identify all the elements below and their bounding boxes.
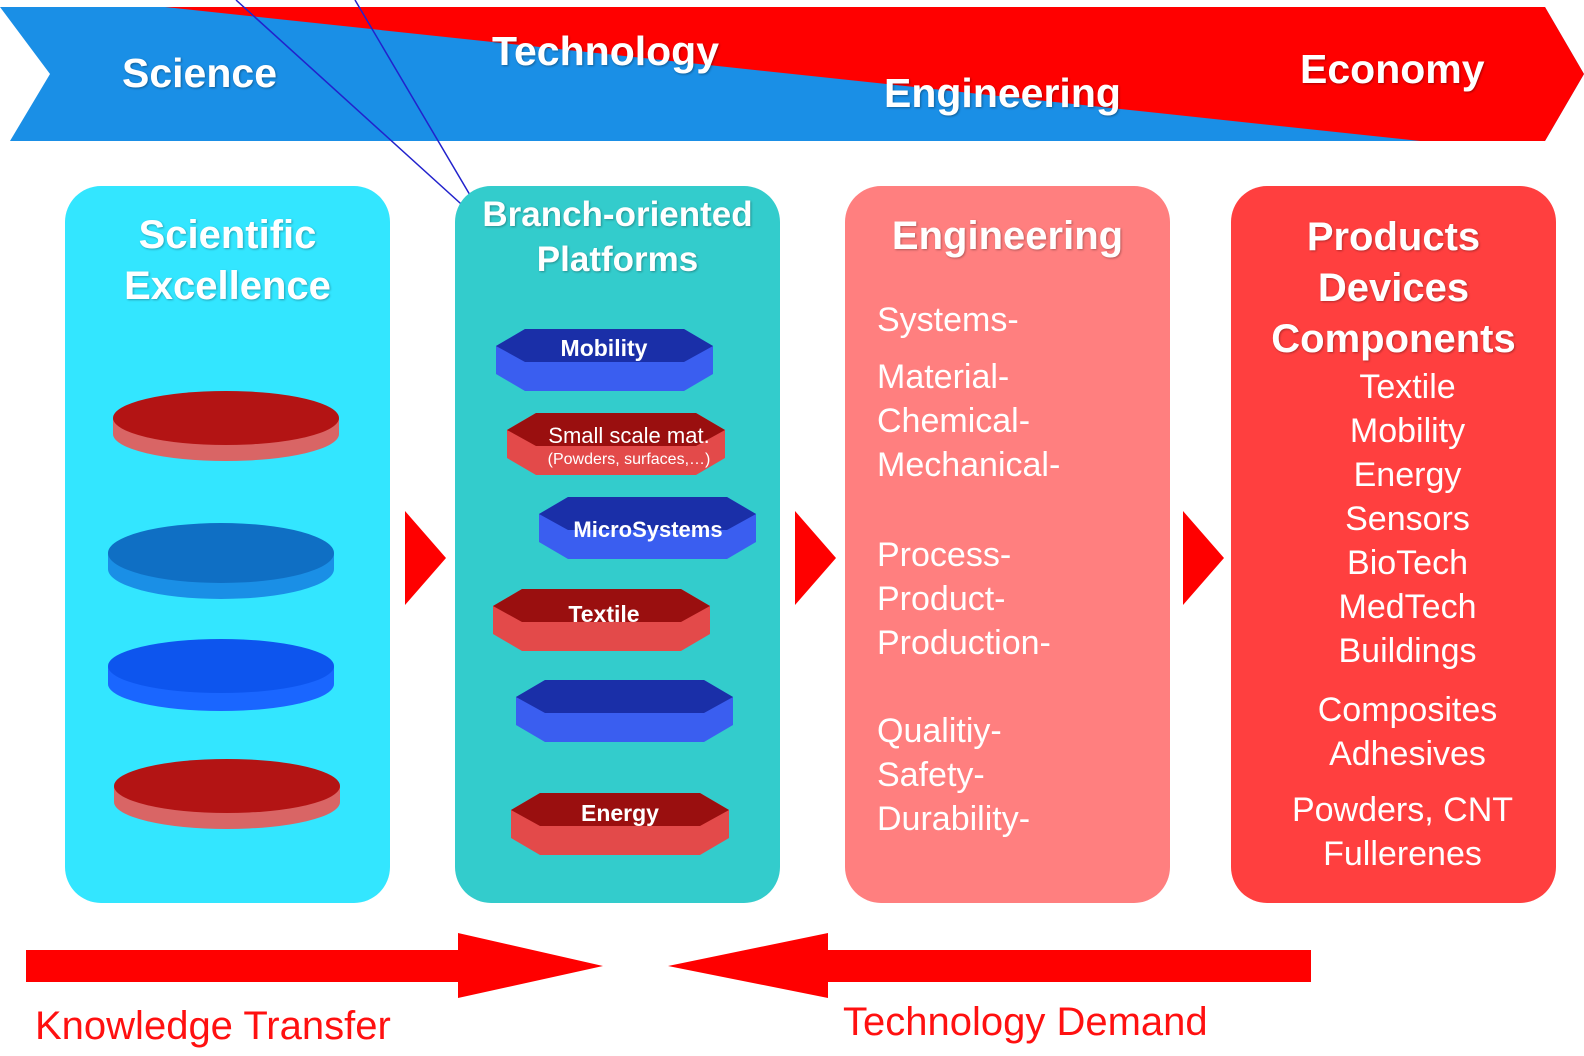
- products-title: Products Devices Components: [1271, 215, 1516, 361]
- small-scale-label: Small scale mat.: [548, 423, 710, 448]
- energy-hexagon: [511, 793, 729, 855]
- microsystems-hexagon: [539, 497, 756, 559]
- mobility-hexagon: [496, 329, 713, 391]
- engineering-item: Systems-: [877, 301, 1019, 339]
- mobility-label: Mobility: [560, 335, 648, 361]
- knowledge-transfer-label: Knowledge Transfer: [35, 1004, 391, 1048]
- band-label-engineering: Engineering: [884, 70, 1121, 116]
- engineering-title: Engineering: [891, 214, 1124, 258]
- microsystems-label: MicroSystems: [573, 517, 723, 542]
- unlabeled-hexagon: [516, 680, 733, 742]
- small-scale-hexagon: [507, 413, 725, 475]
- engineering-item: Process- Product- Production-: [877, 536, 1051, 662]
- arrow-right-icon: [1183, 511, 1224, 605]
- connector-line: [354, 0, 481, 213]
- blue-disc-icon: [108, 523, 334, 599]
- band-label-technology: Technology: [492, 28, 720, 74]
- small-scale-sublabel: (Powders, surfaces,…): [547, 451, 711, 468]
- textile-label: Textile: [568, 601, 640, 627]
- knowledge-transfer-arrow: [26, 933, 603, 998]
- band-label-economy: Economy: [1300, 46, 1485, 92]
- products-list: Powders, CNT Fullerenes: [1291, 791, 1514, 873]
- engineering-item: Material- Chemical- Mechanical-: [877, 358, 1061, 484]
- engineering-panel: Engineering: [845, 186, 1170, 903]
- connector-line: [235, 0, 493, 233]
- red-disc-icon: [113, 391, 339, 461]
- energy-label: Energy: [581, 800, 659, 826]
- products-list: Textile Mobility Energy Sensors BioTech …: [1338, 368, 1477, 670]
- red-disc-icon: [114, 759, 340, 829]
- economy-band-wedge: [165, 7, 1584, 141]
- technology-demand-arrow: [668, 933, 1311, 998]
- blue-disc-icon: [108, 639, 334, 711]
- branch-platforms-title: Branch-oriented Platforms: [482, 195, 753, 279]
- band-label-science: Science: [122, 50, 277, 96]
- arrow-right-icon: [795, 511, 836, 605]
- technology-demand-label: Technology Demand: [843, 1000, 1208, 1044]
- products-panel: Products Devices Components: [1231, 186, 1556, 903]
- scientific-excellence-title: Scientific Excellence: [124, 213, 331, 308]
- textile-hexagon: [493, 589, 710, 651]
- engineering-item: Qualitiy- Safety- Durability-: [877, 712, 1031, 838]
- arrow-right-icon: [405, 511, 446, 605]
- products-list: Composites Adhesives: [1317, 691, 1498, 773]
